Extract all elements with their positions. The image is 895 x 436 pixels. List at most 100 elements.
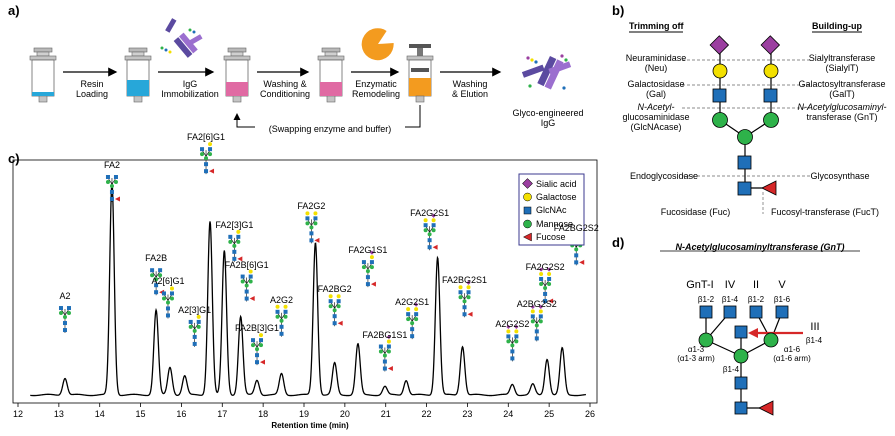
column-2 [124, 47, 152, 103]
alpha16-label: α1-6(α1-6 arm) [773, 345, 811, 363]
glyco-engineered-antibody-icon [521, 54, 572, 90]
mannose-left [712, 112, 728, 128]
column-5 [406, 44, 434, 103]
galactose-right [763, 63, 779, 79]
peak-label-18: A2BG2S2 [516, 299, 557, 310]
galactosidase-label: Galactosidase(Gal) [627, 79, 685, 99]
gnt1-glcnac [699, 305, 713, 319]
peak-label-7: FA2B[6]G1 [224, 259, 269, 270]
x-tick-label-13: 13 [53, 409, 64, 419]
x-tick-label-24: 24 [503, 409, 514, 419]
antibody-icon [160, 18, 203, 58]
peak-label-19: FA2G2S2 [525, 261, 565, 272]
gnt-iii-label: III [810, 321, 820, 333]
mannose-right [763, 112, 779, 128]
peak-glycan-6 [228, 229, 243, 262]
peak-glycan-11 [328, 294, 343, 327]
gnt4-glcnac [723, 305, 737, 319]
column-1 [29, 47, 57, 103]
peak-glycan-15 [423, 213, 438, 251]
core-b14-label: β1-4 [722, 365, 740, 374]
glycosynthase-label: Glycosynthase [810, 171, 870, 181]
peak-label-5: FA2[6]G1 [187, 132, 226, 143]
peak-glycan-20 [570, 228, 585, 266]
bisecting-glcnac [734, 325, 748, 339]
x-tick-label-19: 19 [298, 409, 309, 419]
x-tick-label-12: 12 [12, 409, 23, 419]
sialic-acid-left [709, 35, 730, 55]
x-tick-label-21: 21 [380, 409, 391, 419]
peak-label-14: A2G2S1 [395, 297, 430, 308]
peak-label-16: FA2BG2S1 [442, 275, 488, 286]
x-tick-label-23: 23 [462, 409, 473, 419]
peak-label-3: A2[6]G1 [151, 276, 185, 287]
peak-label-1: FA2 [103, 160, 120, 170]
peak-label-10: FA2G2 [297, 201, 326, 212]
fucose [761, 180, 777, 196]
peak-glycan-7 [240, 269, 255, 302]
peak-glycan-4 [188, 314, 201, 347]
gnt-v-label: V [778, 279, 786, 291]
neuraminidase-label: Neuraminidase(Neu) [625, 53, 687, 73]
peak-label-2: FA2B [145, 253, 168, 264]
peak-glycan-10 [305, 211, 320, 244]
peak-label-11: FA2BG2 [317, 284, 352, 295]
link-b16: β1-6 [773, 295, 791, 304]
x-tick-label-25: 25 [544, 409, 555, 419]
legend-glcnac: GlcNAc [536, 205, 567, 215]
peak-glycan-8 [251, 333, 266, 366]
legend-fucose: Fucose [536, 232, 566, 242]
gnt-i-label: GnT-I [686, 279, 714, 291]
peak-label-0: A2 [59, 291, 71, 302]
glcnac-core-1 [737, 155, 752, 170]
x-tick-label-17: 17 [217, 409, 228, 419]
panel-d-label: d) [612, 235, 625, 250]
link-b12-b: β1-2 [747, 295, 765, 304]
legend-galactose: Galactose [536, 192, 577, 202]
column-3 [223, 47, 251, 103]
mannose-core [737, 129, 753, 145]
legend-sialic: Sialic acid [536, 179, 577, 189]
link-b12-a: β1-2 [697, 295, 715, 304]
trimming-header: Trimming off [629, 21, 684, 31]
peak-glycan-16 [458, 280, 473, 318]
step-5-label: Washing& Elution [451, 79, 489, 99]
peak-glycan-13 [378, 334, 393, 372]
sialyltransferase-label: Sialyltransferase(SialylT) [808, 53, 876, 73]
x-tick-label-22: 22 [421, 409, 432, 419]
galactose-left [712, 63, 728, 79]
x-axis-label: Retention time (min) [271, 421, 349, 430]
alpha13-label: α1-3(α1-3 arm) [677, 345, 715, 363]
peak-label-12: FA2G1S1 [348, 245, 388, 256]
gnt-iv-label: IV [724, 279, 736, 291]
x-tick-label-26: 26 [584, 409, 595, 419]
peak-label-6: FA2[3]G1 [215, 219, 254, 230]
gnt5-glcnac [775, 305, 789, 319]
peak-label-4: A2[3]G1 [178, 304, 212, 315]
link-b14-iii: β1-4 [805, 336, 823, 345]
peak-glycan-17 [506, 324, 519, 362]
gnt-title: N-Acetylglucosaminyltransferase (GnT) [675, 242, 845, 252]
sialic-acid-right [760, 35, 781, 55]
glcnac-right [763, 88, 778, 103]
panel-a-workflow [29, 18, 572, 128]
peak-label-9: A2G2 [270, 294, 294, 305]
column-4 [317, 47, 345, 103]
building-header: Building-up [812, 21, 862, 31]
glcnac-core-2 [737, 181, 752, 196]
endoglycosidase-label: Endoglycosidase [629, 171, 699, 181]
peak-glycan-1 [105, 175, 120, 202]
peak-glycan-12 [361, 250, 376, 288]
peak-label-17: A2G2S2 [495, 319, 530, 330]
panel-c-label: c) [8, 151, 20, 166]
galactosyltransferase-label: Galactosyltransferase(GalT) [798, 79, 886, 99]
x-tick-label-20: 20 [339, 409, 350, 419]
glcnac-left [712, 88, 727, 103]
fucosidase-label: Fucosidase (Fuc) [660, 207, 731, 217]
x-tick-label-16: 16 [176, 409, 187, 419]
x-tick-label-18: 18 [258, 409, 269, 419]
legend-mannose: Mannose [536, 219, 574, 229]
x-tick-label-15: 15 [135, 409, 146, 419]
